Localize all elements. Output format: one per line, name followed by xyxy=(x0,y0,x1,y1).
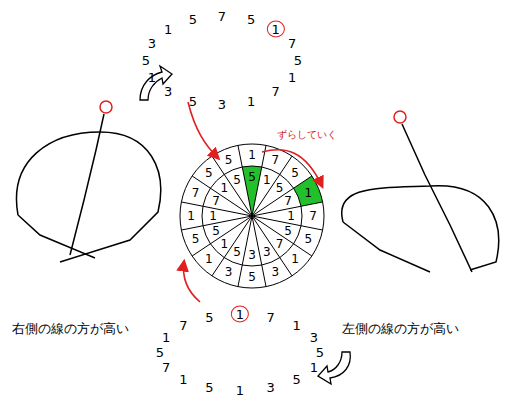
wheel-digit: 1 xyxy=(205,253,213,265)
wheel-digit: 7 xyxy=(276,238,284,250)
wheel-digit: 1 xyxy=(221,182,229,194)
sequence-digit: 5 xyxy=(156,346,164,359)
number-wheel xyxy=(180,144,324,288)
sequence-digit: 7 xyxy=(179,319,187,332)
sequence-digit: 5 xyxy=(189,13,197,26)
wheel-digit: 1 xyxy=(221,238,229,250)
wheel-digit: 1 xyxy=(248,149,256,161)
sequence-digit: 3 xyxy=(148,37,156,50)
wheel-digit: 5 xyxy=(305,233,313,245)
wheel-digit: 3 xyxy=(248,249,256,261)
wheel-digit: 1 xyxy=(263,174,271,186)
wheel-digit: 5 xyxy=(192,233,200,245)
wheel-spoke xyxy=(192,176,252,216)
highlight-sector xyxy=(294,176,323,206)
sequence-digit: 7 xyxy=(162,360,170,373)
sequence-digit: 7 xyxy=(272,85,280,98)
sequence-digit: 5 xyxy=(205,310,213,323)
wheel-digit: 5 xyxy=(291,167,299,179)
sequence-digit: 3 xyxy=(310,331,318,344)
sequence-digit: 5 xyxy=(316,346,324,359)
wheel-digit: 1 xyxy=(209,210,217,222)
highlight-sector xyxy=(242,166,262,216)
sequence-digit: 1 xyxy=(288,70,296,83)
sequence-digit: 5 xyxy=(142,54,150,67)
sequence-digit: 3 xyxy=(218,98,226,111)
sequence-digit: 5 xyxy=(294,54,302,67)
sequence-digit: 3 xyxy=(164,85,172,98)
sequence-digit: 5 xyxy=(247,13,255,26)
wheel-digit: 1 xyxy=(305,187,313,199)
wheel-digit: 1 xyxy=(287,210,295,222)
sequence-digit: 1 xyxy=(310,360,318,373)
sequence-digit: 7 xyxy=(218,10,226,23)
wheel-digit: 7 xyxy=(284,195,292,207)
shift-note: ずらしていく xyxy=(276,130,338,140)
wheel-digit: 7 xyxy=(272,154,280,166)
sequence-digit: 1 xyxy=(164,22,172,35)
caption-text: 右側の線の方が高い xyxy=(12,322,129,335)
caption-text: 左側の線の方が高い xyxy=(342,322,459,335)
wheel-digit: 3 xyxy=(263,246,271,258)
wheel-digit: 5 xyxy=(284,225,292,237)
wheel-digit: 5 xyxy=(248,271,256,283)
right-knot xyxy=(342,111,499,272)
wheel-digit: 5 xyxy=(233,174,241,186)
wheel-digit: 7 xyxy=(192,187,200,199)
wheel-ring xyxy=(180,144,324,288)
wheel-digit: 5 xyxy=(212,225,220,237)
sequence-digit: 1 xyxy=(236,384,244,397)
sequence-digit: 1 xyxy=(267,20,285,37)
sequence-digit: 1 xyxy=(162,331,170,344)
sequence-digit: 1 xyxy=(247,94,255,107)
sequence-digit: 5 xyxy=(189,94,197,107)
wheel-digit: 3 xyxy=(225,266,233,278)
wheel-digit: 5 xyxy=(248,171,256,183)
sequence-digit: 7 xyxy=(266,310,274,323)
wheel-spoke xyxy=(252,216,312,256)
wheel-digit: 5 xyxy=(205,167,213,179)
wheel-digit: 5 xyxy=(276,182,284,194)
sequence-digit: 1 xyxy=(179,372,187,385)
white-arrows xyxy=(140,66,350,384)
sequence-digit: 5 xyxy=(292,372,300,385)
wheel-digit: 5 xyxy=(233,246,241,258)
wheel-digit: 3 xyxy=(272,266,280,278)
wheel-digit: 7 xyxy=(309,210,317,222)
sequence-digit: 1 xyxy=(292,319,300,332)
sequence-digit: 3 xyxy=(266,381,274,394)
sequence-digit: 1 xyxy=(231,306,249,323)
wheel-digit: 1 xyxy=(291,253,299,265)
sequence-digit: 1 xyxy=(148,70,156,83)
sequence-digit: 5 xyxy=(205,381,213,394)
sequence-digit: 7 xyxy=(288,37,296,50)
wheel-digit: 1 xyxy=(187,210,195,222)
wheel-digit: 7 xyxy=(212,195,220,207)
wheel-digit: 5 xyxy=(225,154,233,166)
left-knot xyxy=(17,101,161,262)
